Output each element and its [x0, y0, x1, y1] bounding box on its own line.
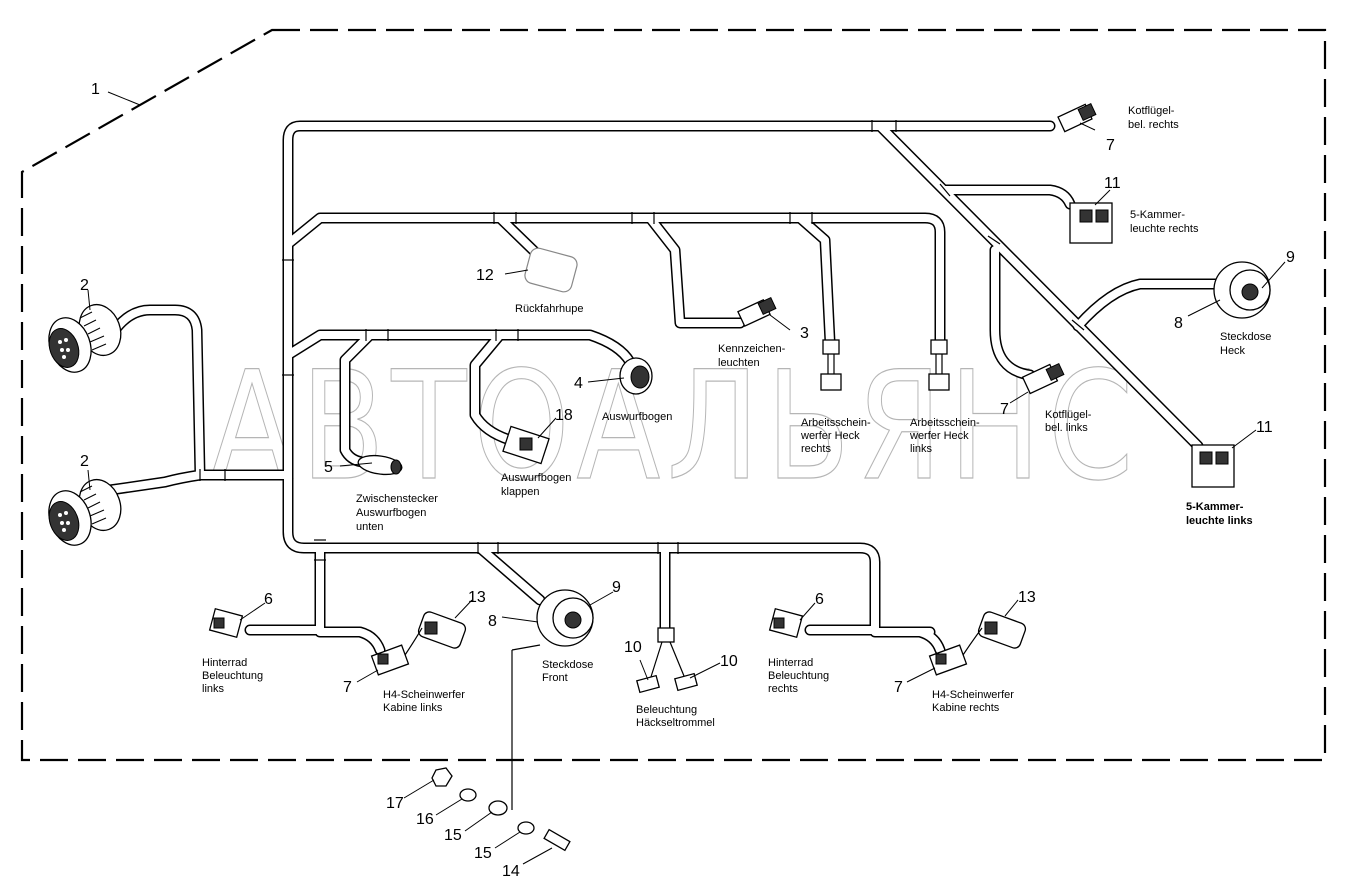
callout-numbers: 1 2 2 7 11 9 8 12 3 4 7 11 18 5 6 13 9 8…: [80, 81, 1295, 880]
callout-15-upper: 15: [444, 827, 462, 844]
label-hinterrad-rechts: Hinterrad Beleuchtung rechts: [768, 657, 832, 695]
callout-9-front: 9: [612, 579, 621, 596]
callout-1: 1: [91, 81, 100, 98]
socket-front: [536, 589, 594, 647]
plug-arbeit-links: [928, 339, 950, 391]
label-rueckfahrhupe: Rückfahrhupe: [515, 303, 584, 315]
connector-11-kammer-rechts: [1069, 202, 1113, 244]
label-kotfluegel-rechts: Kotflügel- bel. rechts: [1128, 105, 1179, 131]
label-steckdose-front: Steckdose Front: [542, 659, 596, 684]
callout-6-rechts: 6: [815, 591, 824, 608]
horn-12-rueckfahrhupe: [524, 247, 578, 293]
connector-6-hinterrad-rechts: [768, 607, 804, 639]
callout-14: 14: [502, 863, 520, 880]
callout-16: 16: [416, 811, 434, 828]
assembly-boundary: [20, 28, 1327, 762]
callout-12: 12: [476, 267, 494, 284]
connector-11-kammer-links: [1191, 444, 1235, 488]
part-labels: Kotflügel- bel. rechts 5-Kammer- leuchte…: [202, 105, 1274, 729]
callout-2-upper: 2: [80, 277, 89, 294]
label-steckdose-heck: Steckdose Heck: [1220, 331, 1274, 357]
callout-10-right: 10: [720, 653, 738, 670]
socket-heck: [1213, 261, 1271, 319]
label-zwischenstecker: Zwischenstecker Auswurfbogen unten: [356, 493, 441, 533]
connector-6-hinterrad-links: [208, 607, 244, 639]
leader-lines: [87, 91, 1286, 865]
callout-17: 17: [386, 795, 404, 812]
connector-10-haeckseltrommel: [635, 627, 699, 694]
label-arbeit-links: Arbeitsschein- werfer Heck links: [909, 417, 983, 455]
callout-2-lower: 2: [80, 453, 89, 470]
label-h4-links: H4-Scheinwerfer Kabine links: [383, 689, 468, 714]
callout-5: 5: [324, 459, 333, 476]
label-arbeit-rechts: Arbeitsschein- werfer Heck rechts: [800, 417, 874, 455]
label-hinterrad-links: Hinterrad Beleuchtung links: [202, 657, 266, 695]
label-haeckseltrommel: Beleuchtung Häckseltrommel: [636, 704, 715, 729]
label-kammer-rechts: 5-Kammer- leuchte rechts: [1130, 209, 1199, 235]
callout-7-h4-links: 7: [343, 679, 352, 696]
callout-13-links: 13: [468, 589, 486, 606]
callout-6-links: 6: [264, 591, 273, 608]
harness-tubes: [104, 120, 1226, 656]
connector-4-auswurfbogen: [619, 357, 653, 395]
round-connector-2-upper: [48, 303, 122, 373]
connector-7-kotfluegel-rechts: [1057, 102, 1097, 133]
plug-arbeit-rechts: [820, 339, 842, 391]
label-kammer-links: 5-Kammer- leuchte links: [1186, 501, 1253, 527]
callout-8-front: 8: [488, 613, 497, 630]
connector-13-h4-links: [404, 611, 467, 656]
callout-10-left: 10: [624, 639, 642, 656]
connector-3-kennzeichen: [737, 296, 777, 328]
callout-9-heck: 9: [1286, 249, 1295, 266]
label-auswurfbogen: Auswurfbogen: [602, 411, 672, 423]
callout-15-lower: 15: [474, 845, 492, 862]
callout-13-rechts: 13: [1018, 589, 1036, 606]
label-kennzeichen: Kennzeichen- leuchten: [718, 343, 788, 369]
connector-7-kotfluegel-links: [1021, 362, 1065, 395]
connector-5-zwischenstecker: [357, 454, 403, 476]
callout-11-links: 11: [1256, 419, 1273, 436]
label-kotfluegel-links: Kotflügel- bel. links: [1045, 409, 1095, 434]
connector-13-h4-rechts: [962, 611, 1027, 656]
callout-7-h4-rechts: 7: [894, 679, 903, 696]
callout-7-kotfluegel-links: 7: [1000, 401, 1009, 418]
watermark: АВТОАЛЬЯНС: [210, 340, 1140, 514]
callout-11-rechts: 11: [1104, 175, 1121, 192]
callout-7-kotfluegel-rechts: 7: [1106, 137, 1115, 154]
callout-8-heck: 8: [1174, 315, 1183, 332]
callout-3: 3: [800, 325, 809, 342]
round-connector-2-lower: [48, 478, 122, 546]
hardware-bolt-stack: [431, 644, 571, 852]
label-h4-rechts: H4-Scheinwerfer Kabine rechts: [932, 689, 1017, 714]
label-auswurf-klappen: Auswurfbogen klappen: [501, 472, 574, 498]
connector-18-klappen: [502, 425, 550, 465]
callout-18: 18: [555, 407, 573, 424]
callout-4: 4: [574, 375, 583, 392]
